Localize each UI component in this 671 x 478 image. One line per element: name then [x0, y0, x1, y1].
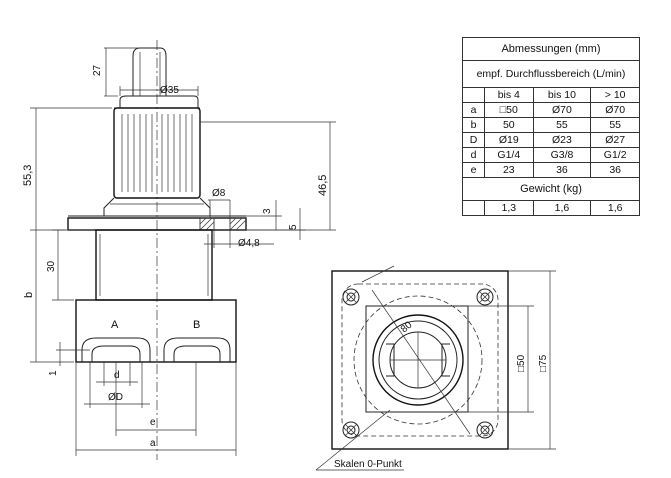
dim-d8: Ø8: [212, 188, 226, 199]
table-row: d G1/4 G3/8 G1/2: [461, 147, 640, 163]
dim-d35: Ø35: [160, 85, 179, 96]
dim-d: d: [114, 370, 120, 381]
knurl-ribs: [121, 114, 193, 192]
dimensions-table: Abmessungen (mm) empf. Durchflussbereich…: [461, 37, 640, 216]
screw-bl: [342, 421, 360, 439]
dim-a: a: [150, 438, 156, 449]
table-header-row: bis 4 bis 10 > 10: [461, 87, 640, 103]
table-row: a □50 Ø70 Ø70: [461, 102, 640, 118]
dim-3: 3: [262, 208, 273, 214]
table-cell: Ø27: [590, 132, 640, 148]
column-header: > 10: [590, 87, 640, 103]
dim-b: b: [23, 292, 35, 298]
screw-tr: [476, 288, 494, 306]
weight-row: 1,3 1,6 1,6: [461, 200, 640, 216]
weight-cell: 1,3: [484, 200, 534, 216]
row-key: D: [461, 132, 486, 148]
screw-hole-hatch: [199, 217, 247, 231]
top-view: 80 □50 □75 Skalen 0-Punkt: [315, 265, 556, 471]
dim-1: 1: [48, 370, 59, 376]
table-cell: Ø70: [590, 102, 640, 118]
zero-point-label: Skalen 0-Punkt: [334, 459, 402, 470]
dim-d4-8: Ø4,8: [238, 238, 260, 249]
table-cell: 23: [484, 162, 534, 178]
side-view: 27 Ø35 55,3 46,5 Ø8 3 5 Ø4,8: [22, 40, 336, 460]
dim-55-3: 55,3: [22, 165, 34, 186]
table-cell: 55: [532, 117, 592, 133]
table-cell: G1/4: [484, 147, 534, 163]
table-row: b 50 55 55: [461, 117, 640, 133]
table-title: Abmessungen (mm): [462, 37, 640, 61]
dim-5: 5: [288, 224, 299, 230]
table-cell: □50: [484, 102, 534, 118]
screw-br: [476, 421, 494, 439]
weight-cell: 1,6: [590, 200, 640, 216]
table-cell: Ø70: [532, 102, 592, 118]
table-row: D Ø19 Ø23 Ø27: [461, 132, 640, 148]
dim-sq50: □50: [516, 354, 527, 372]
dim-e: e: [150, 417, 156, 428]
weight-cell: 1,6: [532, 200, 592, 216]
table-cell: Ø19: [484, 132, 534, 148]
table-cell: 36: [590, 162, 640, 178]
table-cell: 36: [532, 162, 592, 178]
table-cell: G1/2: [590, 147, 640, 163]
screw-tl: [342, 288, 360, 306]
dim-sq75: □75: [538, 354, 549, 372]
column-header: bis 4: [484, 87, 534, 103]
dim-46-5: 46,5: [317, 175, 329, 196]
row-key: d: [461, 147, 486, 163]
table-cell: 50: [484, 117, 534, 133]
table-cell: 55: [590, 117, 640, 133]
dim-dD: ØD: [108, 392, 123, 403]
weight-empty-cell: [461, 200, 486, 216]
port-a-label: A: [111, 319, 119, 331]
row-key: e: [461, 162, 486, 178]
dim-30: 30: [46, 260, 57, 272]
table-corner-cell: [461, 87, 486, 103]
port-b-label: B: [193, 319, 200, 331]
row-key: b: [461, 117, 486, 133]
table-subtitle: empf. Durchflussbereich (L/min): [462, 60, 640, 88]
weight-label: Gewicht (kg): [462, 177, 640, 201]
row-key: a: [461, 102, 486, 118]
table-cell: G3/8: [532, 147, 592, 163]
column-header: bis 10: [532, 87, 592, 103]
table-row: e 23 36 36: [461, 162, 640, 178]
table-cell: Ø23: [532, 132, 592, 148]
dim-27: 27: [92, 64, 103, 76]
